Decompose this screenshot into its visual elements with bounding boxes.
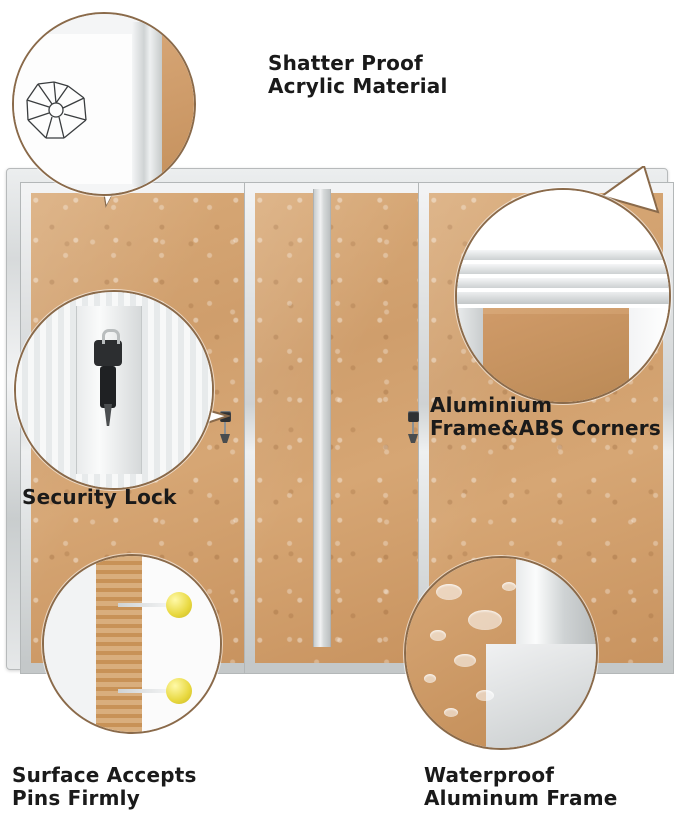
- caption-aluminium-frame: Aluminium Frame&ABS Corners: [430, 393, 661, 441]
- door-lock-right: [407, 411, 420, 445]
- aluminium-frame-corner-icon: [457, 308, 669, 402]
- shattered-glass-icon: [26, 81, 87, 139]
- caption-shatter-proof: Shatter Proof Acrylic Material: [268, 51, 448, 99]
- door-divider: [313, 189, 331, 647]
- caption-security-lock: Security Lock: [22, 485, 177, 509]
- callout-shatter-proof: [12, 12, 196, 196]
- acrylic-pane-middle: [255, 193, 435, 663]
- cabinet-door-middle: [245, 183, 445, 673]
- callout-aluminium-frame: [455, 188, 671, 404]
- callout-pins-firmly: [42, 554, 222, 734]
- caption-pins-firmly: Surface Accepts Pins Firmly: [12, 763, 197, 811]
- callout-security-lock: [14, 290, 214, 490]
- lock-and-key-icon: [94, 329, 122, 366]
- cork-surface-middle: [255, 193, 435, 663]
- callout-waterproof: [404, 556, 598, 750]
- caption-waterproof: Waterproof Aluminum Frame: [424, 763, 618, 811]
